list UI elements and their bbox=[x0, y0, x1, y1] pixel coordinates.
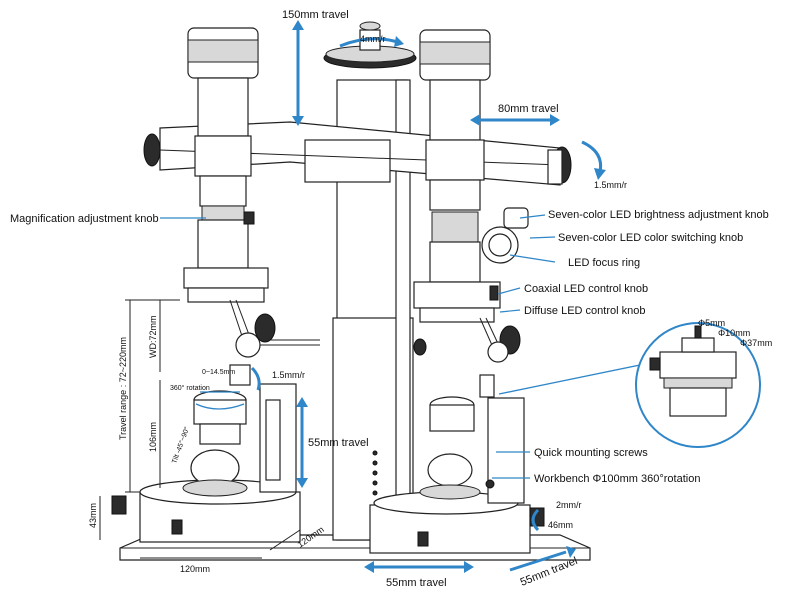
height-43-label: 43mm bbox=[88, 503, 98, 528]
stage-55-label: 55mm travel bbox=[308, 437, 369, 449]
callout-quick-mount: Quick mounting screws bbox=[534, 447, 648, 459]
fine-focus-label: 4mm/r bbox=[360, 34, 386, 44]
tilt-label: Tilt -45°~90° bbox=[170, 425, 191, 464]
travel-range-label: Travel range : 72~220mm bbox=[118, 337, 128, 440]
left-stage bbox=[111, 364, 301, 543]
callout-workbench: Workbench Φ100mm 360°rotation bbox=[534, 473, 700, 485]
wd-label: WD:72mm bbox=[148, 316, 158, 359]
right-stage bbox=[369, 374, 545, 554]
callout-magnification: Magnification adjustment knob bbox=[10, 213, 159, 225]
travel-150-label: 150mm travel bbox=[282, 9, 349, 21]
right-microscope bbox=[413, 29, 529, 323]
detail-d37: Φ37mm bbox=[740, 338, 772, 348]
callout-led-brightness: Seven-color LED brightness adjustment kn… bbox=[548, 209, 769, 221]
callout-led-focus: LED focus ring bbox=[568, 257, 640, 269]
travel-80-label: 80mm travel bbox=[498, 103, 559, 115]
right-knob-rate-label: 1.5mm/r bbox=[594, 180, 627, 190]
callout-leaders bbox=[160, 214, 556, 479]
callout-diffuse: Diffuse LED control knob bbox=[524, 305, 645, 317]
motion-arrows bbox=[195, 20, 606, 573]
base-fine-label: 2mm/r bbox=[556, 500, 582, 510]
callout-coaxial: Coaxial LED control knob bbox=[524, 283, 648, 295]
detail-d10: Φ10mm bbox=[718, 328, 750, 338]
fine-focus-wheel bbox=[323, 21, 417, 69]
dimension-lines bbox=[99, 299, 301, 559]
stage-shift-label: 0~14.5mm bbox=[202, 369, 235, 376]
width-46-label: 46mm bbox=[548, 520, 573, 530]
width-120-label: 120mm bbox=[180, 564, 210, 574]
left-microscope bbox=[183, 27, 269, 303]
detail-d5: Φ5mm bbox=[698, 318, 725, 328]
height-106-label: 106mm bbox=[148, 422, 158, 452]
left-stage-rate-label: 1.5mm/r bbox=[272, 370, 305, 380]
detail-inset bbox=[498, 322, 761, 448]
support-arms bbox=[229, 299, 521, 363]
callout-led-color: Seven-color LED color switching knob bbox=[558, 232, 743, 244]
rotation-label: 360° rotation bbox=[170, 384, 210, 392]
central-column bbox=[332, 79, 414, 541]
base-x-travel-label: 55mm travel bbox=[386, 577, 447, 589]
